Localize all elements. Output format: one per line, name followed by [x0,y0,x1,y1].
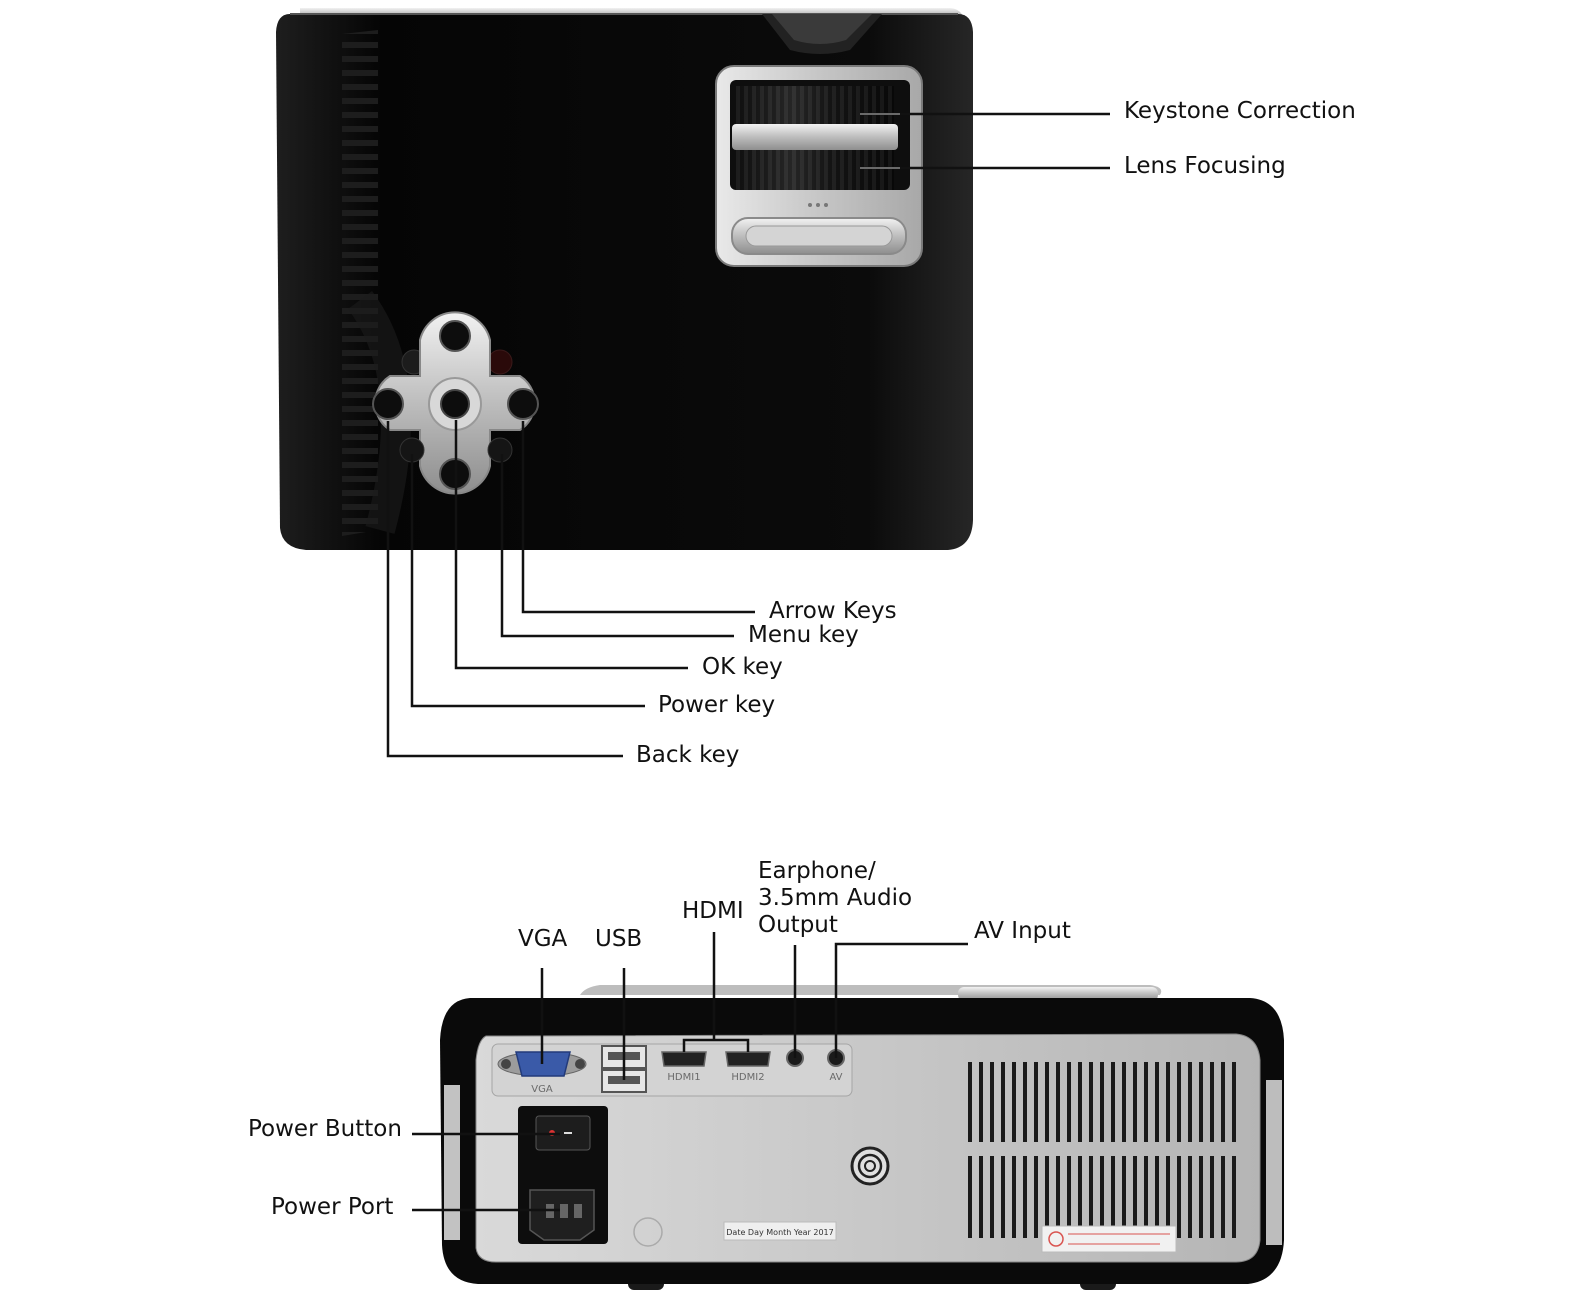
vga-port-label: VGA [531,1084,553,1095]
keystone-correction-label: Keystone Correction [1124,98,1356,124]
lens-focusing-label: Lens Focusing [1124,153,1286,179]
vent-grille [966,1062,1238,1238]
projector-top-view [276,8,1110,758]
hdmi-ports [661,1051,771,1067]
arrow-keys-label: Arrow Keys [769,598,897,624]
menu-key-label: Menu key [748,622,859,648]
warning-sticker [1041,1225,1177,1253]
keypad [372,311,539,495]
power-key-label: Power key [658,692,776,718]
rear-leader-lines [412,932,968,1212]
hdmi1-port-label: HDMI1 [667,1072,700,1083]
earphone-audio-output-label: Earphone/ 3.5mm Audio Output [758,858,913,938]
certification-mark-icon [850,1146,890,1186]
hdmi2-port-label: HDMI2 [731,1072,764,1083]
date-sticker [723,1221,837,1241]
usb-label: USB [595,926,643,952]
hdmi-label: HDMI [682,898,744,924]
top-leader-lines [386,112,1110,758]
av-input-label: AV Input [974,918,1071,944]
projector-rear-view: VGA HDMI1 HDMI2 AV Date Day Month Year 2… [412,932,1284,1290]
vga-label: VGA [518,926,568,952]
power-port-label: Power Port [271,1194,394,1220]
power-button-label: Power Button [248,1116,402,1142]
ok-key-label: OK key [702,654,783,680]
back-key-label: Back key [636,742,740,768]
av-port-label: AV [829,1072,842,1083]
date-sticker-text: Date Day Month Year 2017 [726,1228,833,1237]
